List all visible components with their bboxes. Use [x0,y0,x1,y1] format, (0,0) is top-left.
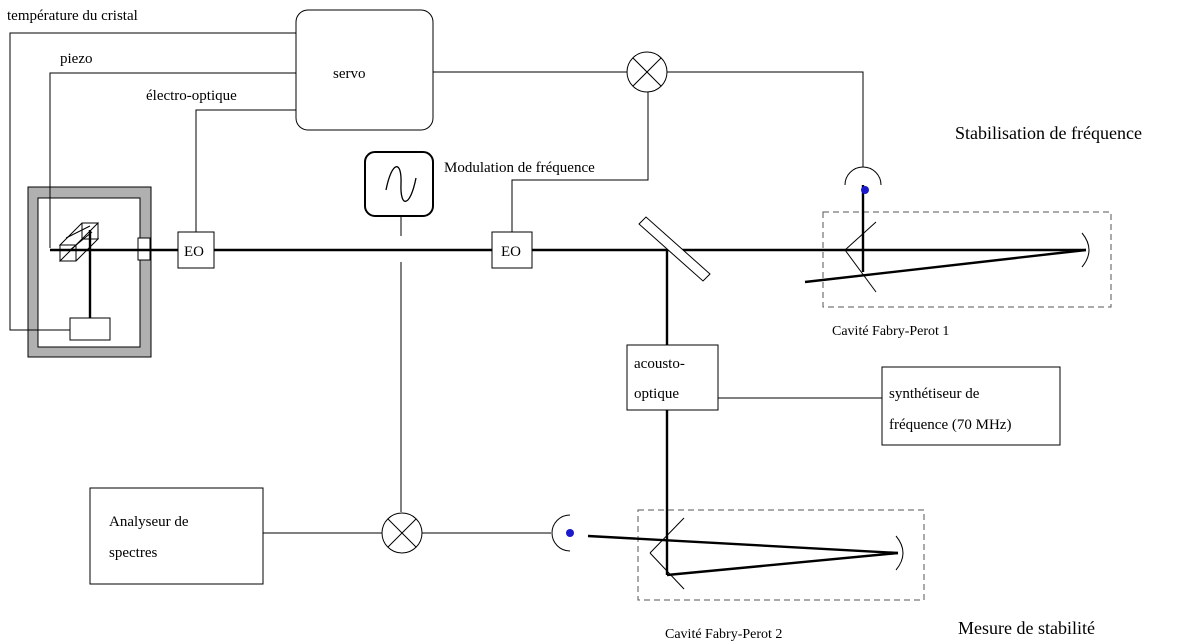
piezo-label: piezo [60,51,92,67]
oscillator [364,151,434,217]
synthesizer-box [881,366,1061,446]
synth-label-2: fréquence (70 MHz) [889,417,1011,433]
analyzer-label-2: spectres [109,545,157,561]
laser-crystal [58,222,100,262]
crystal-temp-label: température du cristal [7,8,138,24]
fabry-perot-cavity-2 [587,509,925,601]
mixer-2 [381,512,423,554]
detector-1 [844,166,882,194]
pump-block [69,317,111,341]
analyzer-label-1: Analyseur de [109,514,189,530]
spectrum-analyzer-box [89,487,264,585]
electro-optic-label: électro-optique [146,88,237,104]
servo-label: servo [333,66,366,82]
servo-box [295,9,434,131]
eo-label-1: EO [184,244,204,260]
synth-label-1: synthétiseur de [889,386,980,402]
detector-2 [551,514,574,552]
mixer-1 [626,51,668,93]
eo-modulator-1 [177,231,215,269]
acousto-optic-box [626,344,719,411]
freq-mod-label: Modulation de fréquence [444,160,595,176]
ao-label-1: acousto- [634,356,685,372]
control-wires [9,32,882,534]
fabry-perot-cavity-1 [804,180,1112,308]
laser-beam [50,230,1086,575]
eo-modulator-2 [491,231,533,269]
fp1-label: Cavité Fabry-Perot 1 [832,324,949,339]
freq-stab-label: Stabilisation de fréquence [955,123,1142,143]
ao-label-2: optique [634,386,679,402]
eo-label-2: EO [501,244,521,260]
beam-splitter [638,216,711,282]
stab-measure-label: Mesure de stabilité [958,618,1095,638]
fp2-label: Cavité Fabry-Perot 2 [665,627,782,641]
